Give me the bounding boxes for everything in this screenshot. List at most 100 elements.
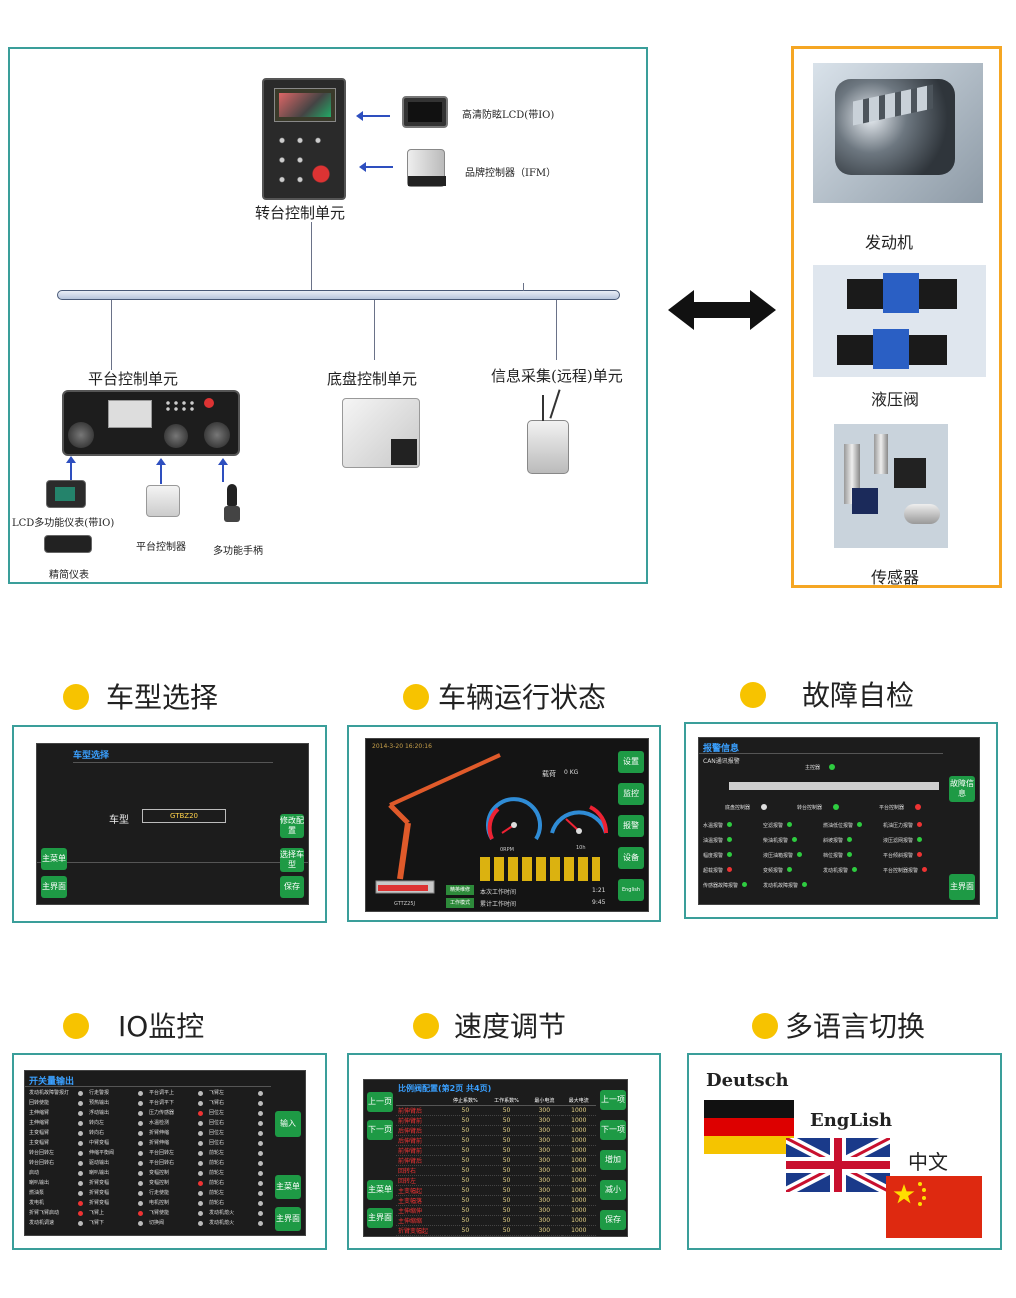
device-button[interactable]: 设备 <box>618 847 644 869</box>
io-signal: 回位右 <box>209 1139 267 1146</box>
select-model-button[interactable]: 选择车型 <box>280 848 304 872</box>
status-light <box>78 1121 83 1126</box>
io-signal: 浮动输出 <box>89 1109 147 1116</box>
save-button[interactable]: 保存 <box>280 876 304 898</box>
table-cell: 1000 <box>561 1215 596 1226</box>
main-screen-button[interactable]: 主界面 <box>41 876 67 898</box>
settings-button[interactable]: 设置 <box>618 751 644 773</box>
table-cell: 主变幅起 <box>396 1185 445 1196</box>
fault-item: 燃油低位报警 <box>823 822 863 829</box>
io-signal: 回转使能 <box>29 1099 87 1106</box>
io-signal-label: 切换阀 <box>149 1220 165 1226</box>
decrease-button[interactable]: 减小 <box>600 1180 626 1200</box>
main-menu-button[interactable]: 主菜单 <box>367 1180 393 1200</box>
fault-item: 幅度报警 <box>703 852 733 859</box>
main-screen-button[interactable]: 主界面 <box>949 874 975 900</box>
turret-bus-link <box>311 222 312 292</box>
tab-work-mode[interactable]: 工作模式 <box>446 898 474 908</box>
modify-config-button[interactable]: 修改配置 <box>280 814 304 838</box>
turret-controller-image <box>262 78 346 200</box>
alarm-button[interactable]: 报警 <box>618 815 644 837</box>
status-light <box>258 1151 263 1156</box>
input-button[interactable]: 输入 <box>275 1111 301 1137</box>
status-light <box>198 1191 203 1196</box>
main-menu-button[interactable]: 主菜单 <box>275 1175 301 1199</box>
main-menu-button[interactable]: 主菜单 <box>41 848 67 870</box>
status-light <box>727 822 733 827</box>
status-light <box>78 1211 83 1216</box>
germany-flag-icon[interactable] <box>704 1100 794 1154</box>
english-button[interactable]: English <box>618 879 644 901</box>
table-cell: 300 <box>527 1145 562 1156</box>
status-light <box>792 837 798 842</box>
io-signal-label: 转台回转左 <box>29 1150 55 1156</box>
status-light <box>78 1091 83 1096</box>
io-signal-label: 前轮左 <box>209 1150 225 1156</box>
io-signal-label: 回位左 <box>209 1130 225 1136</box>
tab-maintenance[interactable]: 精英维修 <box>446 885 474 895</box>
io-signal: 转向左 <box>89 1119 147 1126</box>
fault-info-button[interactable]: 故障信息 <box>949 776 975 802</box>
table-cell: 300 <box>527 1135 562 1146</box>
io-signal: 平台回转右 <box>149 1159 207 1166</box>
table-cell: 50 <box>485 1125 528 1136</box>
fault-item-label: 油温报警 <box>703 838 724 844</box>
screen-title: 开关量输出 <box>29 1077 75 1087</box>
status-light <box>847 837 853 842</box>
io-signal: 预热输出 <box>89 1099 147 1106</box>
table-cell: 50 <box>485 1185 528 1196</box>
next-item-button[interactable]: 下一项 <box>600 1120 626 1140</box>
china-flag-icon[interactable] <box>886 1176 982 1238</box>
status-light <box>138 1171 143 1176</box>
monitor-button[interactable]: 监控 <box>618 783 644 805</box>
main-screen-button[interactable]: 主界面 <box>367 1208 393 1228</box>
prev-item-button[interactable]: 上一项 <box>600 1090 626 1110</box>
io-signal-label: 飞臂上 <box>89 1210 105 1216</box>
table-row[interactable]: 折臂变幅落50503001000 <box>396 1235 596 1236</box>
table-cell: 1000 <box>561 1195 596 1206</box>
io-signal: 电机控制 <box>149 1199 207 1206</box>
english-label[interactable]: EngLish <box>810 1110 893 1131</box>
io-signal: 平台调平上 <box>149 1089 207 1096</box>
platform-unit-image <box>62 390 240 456</box>
status-light <box>198 1111 203 1116</box>
io-signal: 主变幅臂 <box>29 1129 87 1136</box>
table-cell: 300 <box>527 1215 562 1226</box>
next-page-button[interactable]: 下一页 <box>367 1120 393 1140</box>
chinese-label[interactable]: 中文 <box>908 1150 948 1174</box>
io-signal: 启动 <box>29 1169 87 1176</box>
increase-button[interactable]: 增加 <box>600 1150 626 1170</box>
fault-item-label: 机油压力报警 <box>883 823 914 829</box>
model-field[interactable]: GTBZ20 <box>142 809 226 823</box>
save-button[interactable]: 保存 <box>600 1210 626 1230</box>
io-signal-label: 转向右 <box>89 1130 105 1136</box>
lcd-meter-label: LCD多功能仪表(带IO) <box>12 518 115 529</box>
io-signal-label: 变幅控制 <box>149 1170 170 1176</box>
status-light <box>917 852 923 857</box>
fault-check-screen: 报警信息 CAN通讯报警 主控器 底盘控制器 转台控制器 平台控制器 水温报警空… <box>698 737 980 905</box>
io-signal: 切换阀 <box>149 1219 207 1226</box>
fault-item-label: 柴油机报警 <box>763 838 789 844</box>
column-header <box>396 1096 445 1106</box>
uk-flag-icon[interactable] <box>786 1138 890 1192</box>
fault-item: 平台控制器报警 <box>883 867 928 874</box>
german-label[interactable]: Deutsch <box>706 1070 789 1091</box>
status-light <box>198 1151 203 1156</box>
fault-item: 发动机故障报警 <box>763 882 808 889</box>
prev-page-button[interactable]: 上一页 <box>367 1092 393 1112</box>
table-cell: 50 <box>485 1205 528 1216</box>
main-screen-button[interactable]: 主界面 <box>275 1207 301 1231</box>
